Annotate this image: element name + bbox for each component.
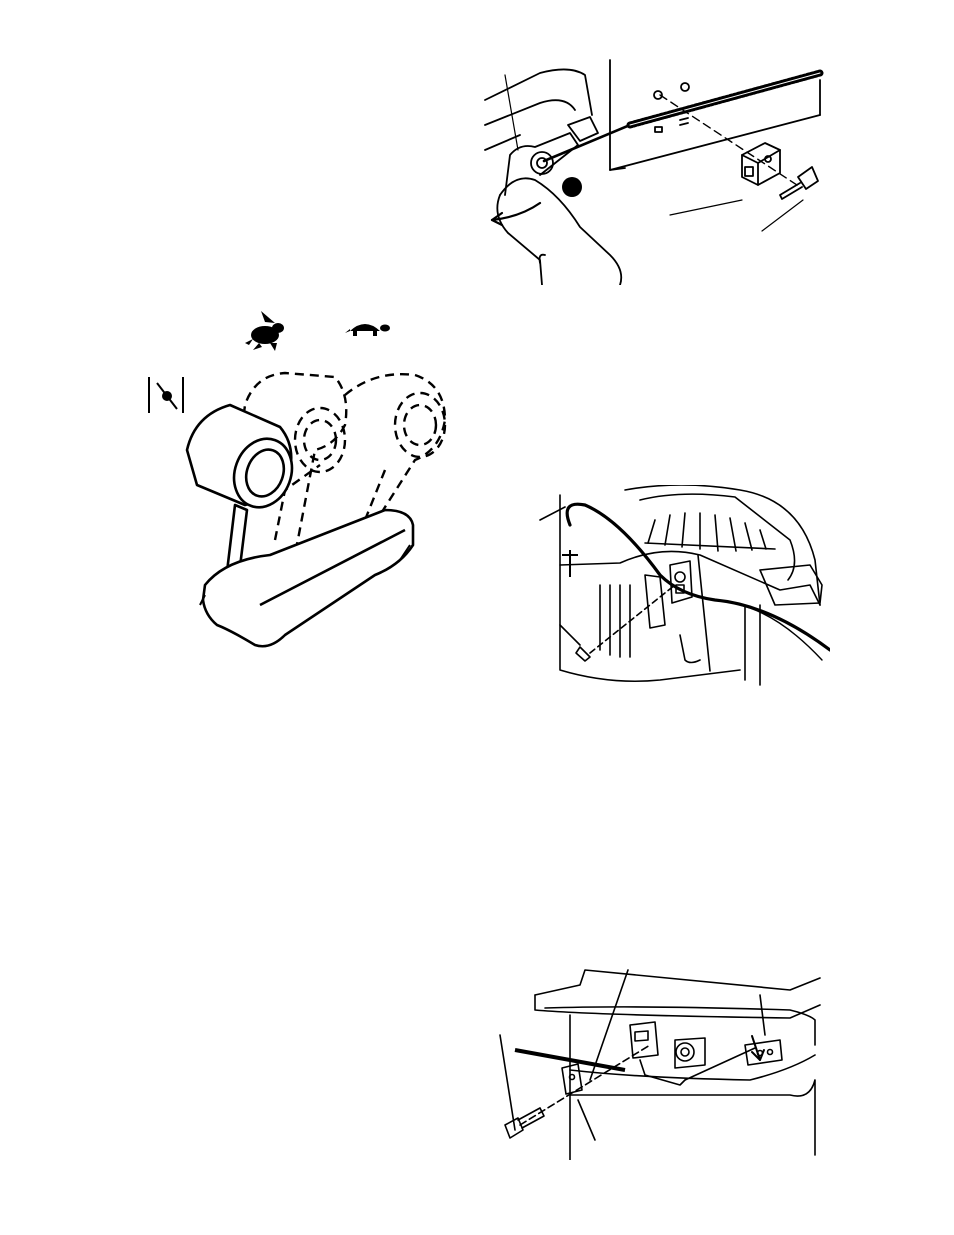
choke-symbol (149, 377, 183, 413)
cable-mount-illustration (480, 55, 830, 285)
figure-cable-mount-detail (480, 55, 830, 285)
fast-rabbit-icon (245, 311, 284, 351)
housing-clamp-illustration (490, 960, 830, 1160)
figure-engine-cable-routing (530, 485, 830, 690)
slow-turtle-icon (345, 324, 390, 336)
throttle-lever-illustration (135, 305, 465, 665)
figure-housing-cable-clamp (490, 960, 830, 1160)
engine-illustration (530, 485, 830, 690)
figure-throttle-control-lever (135, 305, 465, 665)
